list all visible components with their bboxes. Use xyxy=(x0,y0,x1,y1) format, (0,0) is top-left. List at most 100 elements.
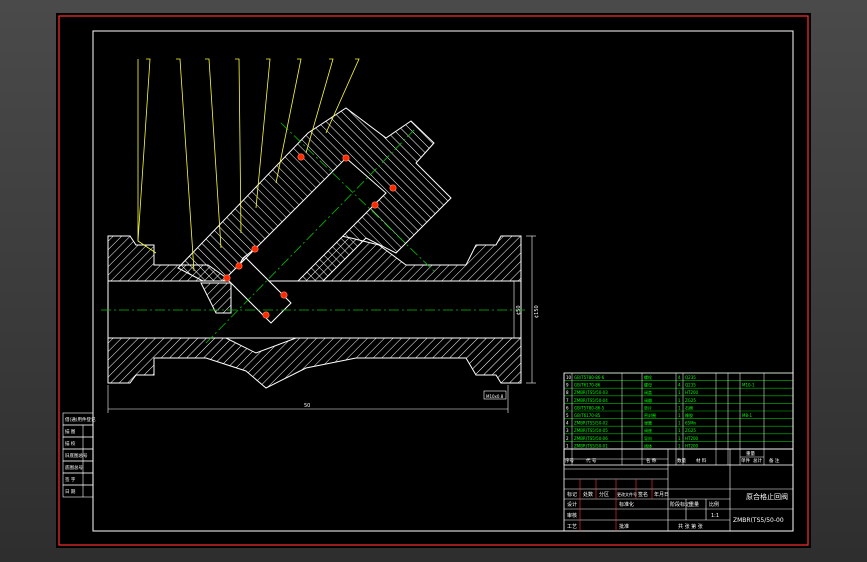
bom-cell-qty: 1 xyxy=(678,436,681,441)
drawing-sheet: 借(通)用件登记描 图描 校旧底图总号底图总号签 字日 期 xyxy=(56,13,811,548)
bom-header-cell: 名 称 xyxy=(646,457,657,464)
bom-cell-qty: 1 xyxy=(678,405,681,410)
bom-cell-qty: 1 xyxy=(678,443,681,448)
title-block-sheets: 共 张 第 张 xyxy=(678,523,703,530)
title-block-approve: 批准 xyxy=(619,523,629,530)
bom-cell-mat: 65Mn xyxy=(685,421,697,426)
bom-cell-code: GB/T5780-86-5 xyxy=(574,405,605,410)
bom-cell-mat: Q235 xyxy=(685,383,696,388)
bom-cell-no: 9 xyxy=(566,383,569,388)
left-strip-label: 旧底图总号 xyxy=(65,452,88,459)
title-block-check: 审核 xyxy=(567,512,577,519)
bom-cell-qty: 1 xyxy=(678,428,681,433)
inner-frame xyxy=(92,30,794,532)
left-strip-label: 描 图 xyxy=(65,428,76,435)
bom-cell-name: 密封圈 xyxy=(644,412,656,418)
title-block-ratio: 比例 xyxy=(709,501,719,508)
bom-header-cell: 数量 xyxy=(677,457,686,464)
bom-cell-code: ZMBR(TS5/50-01 xyxy=(574,443,608,448)
bom-header-cell: 单件 xyxy=(741,457,750,464)
bom-header-cell: 总计 xyxy=(753,457,762,464)
title-block-scale: 1:1 xyxy=(711,513,719,519)
bom-cell-qty: 1 xyxy=(678,413,681,418)
bom-cell-mat: ZG25 xyxy=(685,428,696,433)
item-balloon xyxy=(251,245,259,253)
bom-cell-name: 阀盖 xyxy=(644,389,652,395)
bom-cell-no: 8 xyxy=(566,390,569,395)
title-block-process: 工艺 xyxy=(567,524,577,530)
item-balloon xyxy=(342,154,350,162)
bom-cell-qty: 4 xyxy=(678,375,681,380)
bom-cell-note: M8-1 xyxy=(742,413,752,418)
bom-cell-no: 10 xyxy=(566,375,572,380)
dim-bore: ¢50 xyxy=(516,305,522,315)
outer-frame xyxy=(58,15,809,546)
bom-cell-qty: 4 xyxy=(678,383,681,388)
bom-cell-mat: HT200 xyxy=(685,390,699,395)
bom-cell-qty: 1 xyxy=(678,398,681,403)
dim-flange-note: M10x0.8 xyxy=(486,394,504,399)
balloon-markers xyxy=(223,153,397,319)
bom-cell-note: M10-1 xyxy=(742,383,755,388)
item-balloon xyxy=(262,311,270,319)
bom-cell-no: 5 xyxy=(566,413,569,418)
title-block-change-doc: 更改文件号 xyxy=(617,491,637,497)
item-balloon xyxy=(235,262,243,270)
bom-cell-name: 垫片 xyxy=(644,404,652,410)
left-strip-label: 描 校 xyxy=(65,440,76,447)
bom-header-cell: 序号 xyxy=(565,457,574,464)
bom-cell-no: 4 xyxy=(566,421,569,426)
bom-cell-name: 阀瓣 xyxy=(644,397,652,403)
bom-cell-no: 1 xyxy=(566,443,569,448)
item-balloon xyxy=(280,291,288,299)
item-balloon xyxy=(389,184,397,192)
title-block-standard: 标准化 xyxy=(619,501,634,508)
pipe-bore xyxy=(107,280,522,339)
bom-cell-name: 阀体 xyxy=(644,442,652,448)
bom-cell-code: ZMBR(TS5/50-02 xyxy=(574,421,608,426)
title-block-weight: 重量 xyxy=(689,501,699,508)
bom-cell-mat: Q235 xyxy=(685,375,696,380)
bom-cell-code: ZMBR(TS5/50-03 xyxy=(574,390,608,395)
bom-cell-mat: HT200 xyxy=(685,443,699,448)
bom-cell-mat: 石棉 xyxy=(685,404,693,410)
bom-cell-no: 2 xyxy=(566,436,569,441)
bom-cell-mat: ZG25 xyxy=(685,398,696,403)
bom-cell-mat: HT200 xyxy=(685,436,699,441)
bom-header-weight: 重量 xyxy=(746,450,755,457)
title-block-date: 年月日 xyxy=(654,491,669,498)
bom-cell-name: 螺母 xyxy=(644,382,652,388)
title-block-design: 设计 xyxy=(567,501,577,508)
item-balloon xyxy=(371,201,379,209)
bom-header-cell: 代 号 xyxy=(586,457,597,464)
title-block: 标记 处数 分区 更改文件号 签名 年月日 设计 标准化 审核 工艺 批准 阶段… xyxy=(563,448,794,532)
leader-lines xyxy=(137,58,360,272)
bom-header-cell: 备 注 xyxy=(769,457,780,464)
title-block-signature: 签名 xyxy=(638,491,648,498)
bom-cell-code: ZMBR(TS5/50-04 xyxy=(574,398,608,403)
title-block-mark: 标记 xyxy=(567,491,577,498)
body-lower-wall xyxy=(107,337,522,389)
title-block-stage: 阶段标记 xyxy=(670,501,690,508)
centerline-angled xyxy=(205,127,417,344)
bom-cell-no: 6 xyxy=(566,405,569,410)
dimension-lines xyxy=(107,235,536,413)
bom-cell-name: 螺栓 xyxy=(644,374,652,380)
dim-overall-length: 50 xyxy=(304,403,310,409)
bom-cell-code: GB/T5780-86-6 xyxy=(574,375,605,380)
dim-height: ¢150 xyxy=(534,305,540,318)
title-block-count: 处数 xyxy=(583,491,593,498)
bom-cell-code: GB/T6170-86 xyxy=(574,383,601,388)
bom-cell-qty: 1 xyxy=(678,421,681,426)
bom-cell-code: GB/T6170-85 xyxy=(574,413,601,418)
bom-cell-name: 导向 xyxy=(644,435,652,441)
bom-header-cell: 材 料 xyxy=(696,457,707,464)
item-balloon xyxy=(223,274,231,282)
bom-cell-qty: 1 xyxy=(678,390,681,395)
left-strip-label: 借(通)用件登记 xyxy=(65,416,96,423)
bom-cell-no: 3 xyxy=(566,428,569,433)
seat-ring xyxy=(200,282,232,314)
